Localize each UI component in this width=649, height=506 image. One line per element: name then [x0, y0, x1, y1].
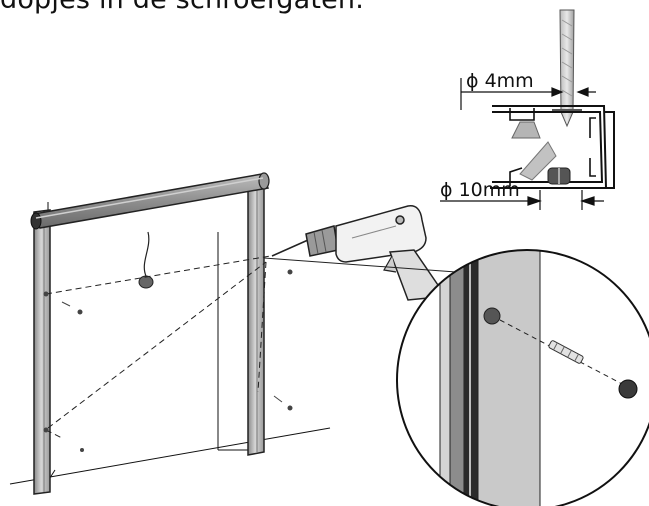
wall-plug-icon — [547, 167, 571, 185]
dimension-4mm — [460, 78, 596, 110]
power-drill-icon — [271, 205, 441, 301]
drill-guide-lines — [45, 255, 271, 439]
instruction-text: dopjes in de schroefgaten. — [0, 0, 364, 15]
frame-left-post — [33, 209, 51, 495]
dimension-10mm — [440, 190, 604, 210]
wall-screw-marks — [43, 269, 293, 452]
wall-outline — [9, 202, 331, 485]
pull-cord — [138, 231, 154, 289]
magnified-detail — [396, 249, 649, 506]
screw-icon — [552, 9, 582, 128]
screw-hole-diameter-label: ϕ 4mm — [466, 70, 534, 92]
cap-insert-arrow — [519, 141, 557, 181]
profile-cross-section — [490, 9, 615, 189]
cap-hole-diameter-label: ϕ 10mm — [440, 179, 520, 201]
roller-box — [30, 172, 270, 230]
frame-right-post — [247, 185, 265, 456]
cap-icon — [511, 121, 541, 139]
detail-leader-line — [263, 257, 457, 273]
